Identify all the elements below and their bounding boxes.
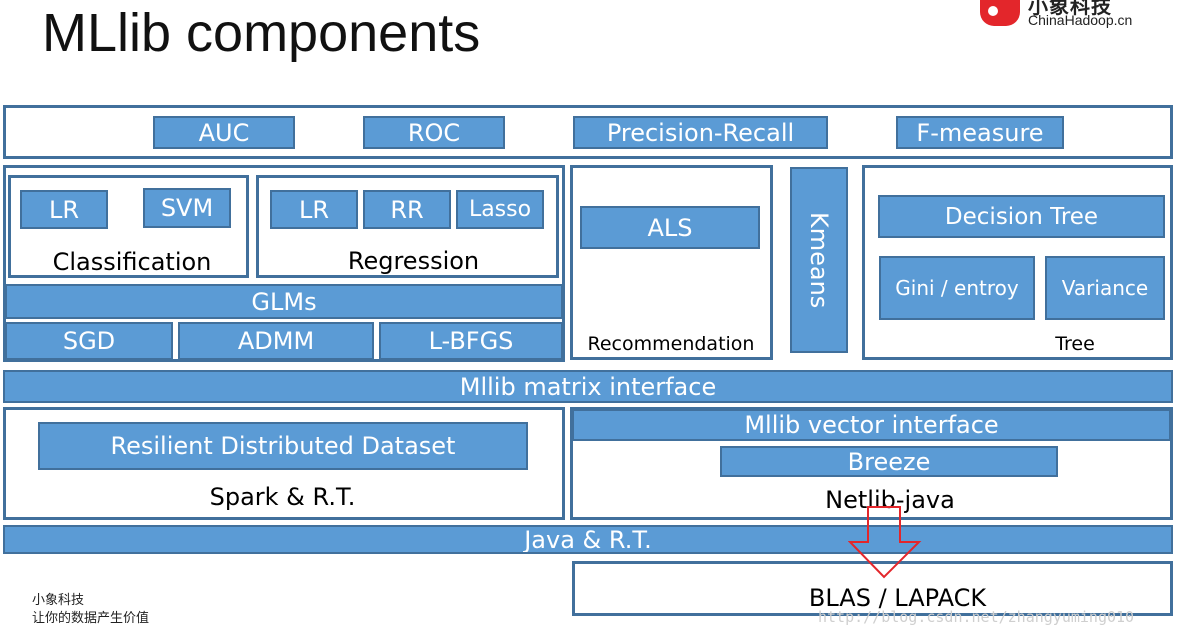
kmeans-box: Kmeans: [790, 167, 848, 353]
brand-logo: 小象科技 ChinaHadoop.cn: [980, 0, 1170, 34]
variance-box: Variance: [1045, 256, 1165, 320]
regression-lr-box: LR: [270, 190, 358, 229]
regression-label: Regression: [347, 247, 480, 275]
java-rt-box: Java & R.T.: [3, 525, 1173, 554]
decision-tree-box: Decision Tree: [878, 195, 1165, 238]
blas-lapack-label: BLAS / LAPACK: [808, 584, 987, 612]
recommendation-frame: [570, 165, 773, 360]
admm-box: ADMM: [178, 322, 374, 360]
logo-english-text: ChinaHadoop.cn: [1028, 12, 1133, 28]
regression-lasso-box: Lasso: [456, 190, 544, 229]
auc-box: AUC: [153, 116, 295, 149]
spark-rt-label: Spark & R.T.: [209, 483, 356, 511]
tree-label: Tree: [1055, 333, 1095, 355]
logo-icon: [980, 0, 1020, 26]
lbfgs-box: L-BFGS: [379, 322, 563, 360]
footer-brand: 小象科技: [32, 593, 85, 608]
gini-entroy-box: Gini / entroy: [879, 256, 1035, 320]
footer-slogan: 让你的数据产生价值: [32, 611, 150, 626]
f-measure-box: F-measure: [896, 116, 1064, 149]
precision-recall-box: Precision-Recall: [573, 116, 828, 149]
page-title: MLlib components: [42, 3, 481, 63]
als-box: ALS: [580, 206, 760, 249]
glms-box: GLMs: [5, 284, 563, 319]
classification-svm-box: SVM: [143, 188, 231, 228]
sgd-box: SGD: [5, 322, 173, 360]
vector-interface-box: Mllib vector interface: [572, 409, 1171, 441]
netlib-java-label: Netlib-java: [825, 486, 955, 514]
regression-rr-box: RR: [363, 190, 451, 229]
rdd-box: Resilient Distributed Dataset: [38, 422, 528, 470]
watermark-url: http://blog.csdn.net/zhangyuming010: [818, 608, 1135, 626]
classification-label: Classification: [52, 248, 212, 276]
down-arrow-icon: [848, 506, 922, 579]
blas-frame: [572, 561, 1173, 616]
breeze-box: Breeze: [720, 446, 1058, 477]
recommendation-label: Recommendation: [587, 333, 755, 355]
classification-lr-box: LR: [20, 190, 108, 229]
roc-box: ROC: [363, 116, 505, 149]
matrix-interface-box: Mllib matrix interface: [3, 370, 1173, 403]
logo-chinese-text: 小象科技: [1028, 0, 1112, 18]
